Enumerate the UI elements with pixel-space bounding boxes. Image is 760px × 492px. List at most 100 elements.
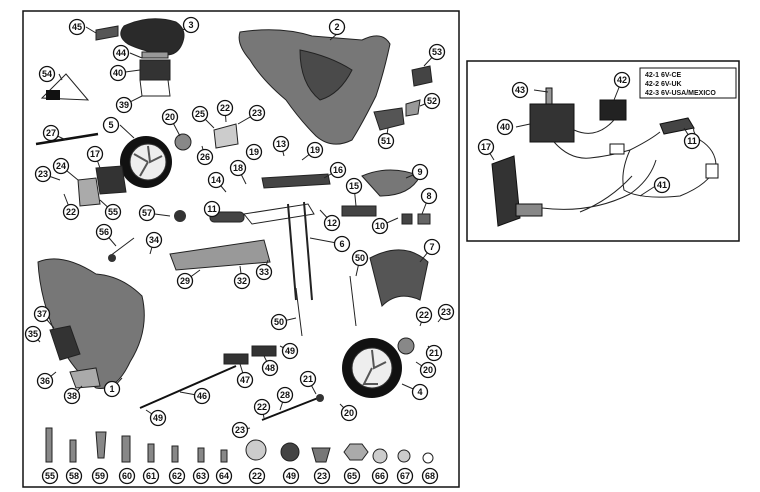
callout-circle xyxy=(112,44,130,62)
callout-circle xyxy=(91,467,109,485)
callout-number: 23 xyxy=(235,425,245,435)
callout-number: 24 xyxy=(56,161,66,171)
callout-circle xyxy=(36,372,54,390)
callout-label: 20 xyxy=(340,404,358,422)
callout-label: 8 xyxy=(420,187,438,205)
callout-label: 6 xyxy=(333,235,351,253)
callout-circle xyxy=(328,18,346,36)
callout-circle xyxy=(683,132,701,150)
callout-number: 55 xyxy=(108,207,118,217)
callout-label: 40 xyxy=(109,64,127,82)
callout-number: 65 xyxy=(347,471,357,481)
part-53 xyxy=(411,65,433,87)
callout-circle xyxy=(142,467,160,485)
callout-circle xyxy=(118,467,136,485)
callout-number: 20 xyxy=(165,112,175,122)
battery-cover-part xyxy=(141,51,169,59)
callout-label: 64 xyxy=(215,467,233,485)
callout-number: 2 xyxy=(334,22,339,32)
callout-circle xyxy=(428,43,446,61)
callout-circle xyxy=(420,187,438,205)
callout-label: 35 xyxy=(24,325,42,343)
callout-circle xyxy=(411,383,429,401)
callout-circle xyxy=(306,141,324,159)
callout-label: 11 xyxy=(203,200,221,218)
callout-circle xyxy=(24,325,42,343)
shock-50-left xyxy=(295,287,303,337)
callout-label: 5 xyxy=(102,116,120,134)
callout-label: 60 xyxy=(118,467,136,485)
seat-part xyxy=(120,18,185,56)
shock-50-right xyxy=(349,275,357,327)
callout-number: 35 xyxy=(28,329,38,339)
handle-grip-11 xyxy=(209,211,245,223)
callout-label: 48 xyxy=(261,359,279,377)
callout-label: 38 xyxy=(63,387,81,405)
callout-circle xyxy=(62,203,80,221)
inset-wiring-harness xyxy=(541,119,717,213)
callout-label: 9 xyxy=(411,163,429,181)
front-fender-9 xyxy=(361,169,421,197)
callout-circle xyxy=(313,467,331,485)
rear-axle-rod-27 xyxy=(35,132,99,146)
callout-number: 7 xyxy=(429,242,434,252)
callout-label: 43 xyxy=(511,81,529,99)
callout-circle xyxy=(261,359,279,377)
frame-piece-32 xyxy=(169,239,271,271)
callout-number: 9 xyxy=(417,167,422,177)
callout-label: 65 xyxy=(343,467,361,485)
callout-label: 61 xyxy=(142,467,160,485)
callout-circle xyxy=(272,135,290,153)
rear-wheel-spokes xyxy=(133,145,163,177)
callout-label: 59 xyxy=(91,467,109,485)
part-24 xyxy=(77,177,101,207)
callout-label: 13 xyxy=(272,135,290,153)
callout-number: 23 xyxy=(317,471,327,481)
wiring-inset-frame xyxy=(466,60,740,242)
callout-circle xyxy=(102,116,120,134)
callout-number: 22 xyxy=(66,207,76,217)
callout-circle xyxy=(138,204,156,222)
callout-number: 14 xyxy=(211,175,221,185)
callout-label: 14 xyxy=(207,171,225,189)
callout-label: 23 xyxy=(34,165,52,183)
callout-label: 37 xyxy=(33,305,51,323)
callout-label: 50 xyxy=(351,249,369,267)
callout-number: 33 xyxy=(259,267,269,277)
callout-label: 21 xyxy=(299,370,317,388)
callout-circle xyxy=(496,118,514,136)
callout-number: 5 xyxy=(108,120,113,130)
callout-number: 22 xyxy=(220,103,230,113)
callout-number: 53 xyxy=(432,47,442,57)
part-drawings xyxy=(35,18,434,464)
callout-number: 55 xyxy=(45,471,55,481)
callout-number: 37 xyxy=(37,309,47,319)
callout-label: 7 xyxy=(423,238,441,256)
callout-label: 10 xyxy=(371,217,389,235)
callout-circle xyxy=(95,223,113,241)
callout-label: 15 xyxy=(345,177,363,195)
callout-number: 46 xyxy=(197,391,207,401)
callout-label: 55 xyxy=(104,203,122,221)
callout-circle xyxy=(415,306,433,324)
callout-label: 23 xyxy=(437,303,455,321)
callout-circle xyxy=(229,159,247,177)
callout-number: 54 xyxy=(42,69,52,79)
kit-line: 42-2 6V-UK xyxy=(645,81,682,88)
callout-number: 16 xyxy=(333,165,343,175)
callout-circle xyxy=(207,171,225,189)
callout-label: 44 xyxy=(112,44,130,62)
callout-circle xyxy=(191,105,209,123)
rod-46 xyxy=(139,365,237,409)
callout-number: 3 xyxy=(188,20,193,30)
callout-circle xyxy=(329,161,347,179)
callout-label: 22 xyxy=(253,398,271,416)
part-15 xyxy=(341,205,377,217)
callout-number: 49 xyxy=(153,413,163,423)
callout-circle xyxy=(42,124,60,142)
callout-circle xyxy=(323,214,341,232)
part-56 xyxy=(109,237,135,257)
callout-label: 47 xyxy=(236,371,254,389)
callout-circle xyxy=(340,404,358,422)
callout-label: 12 xyxy=(323,214,341,232)
